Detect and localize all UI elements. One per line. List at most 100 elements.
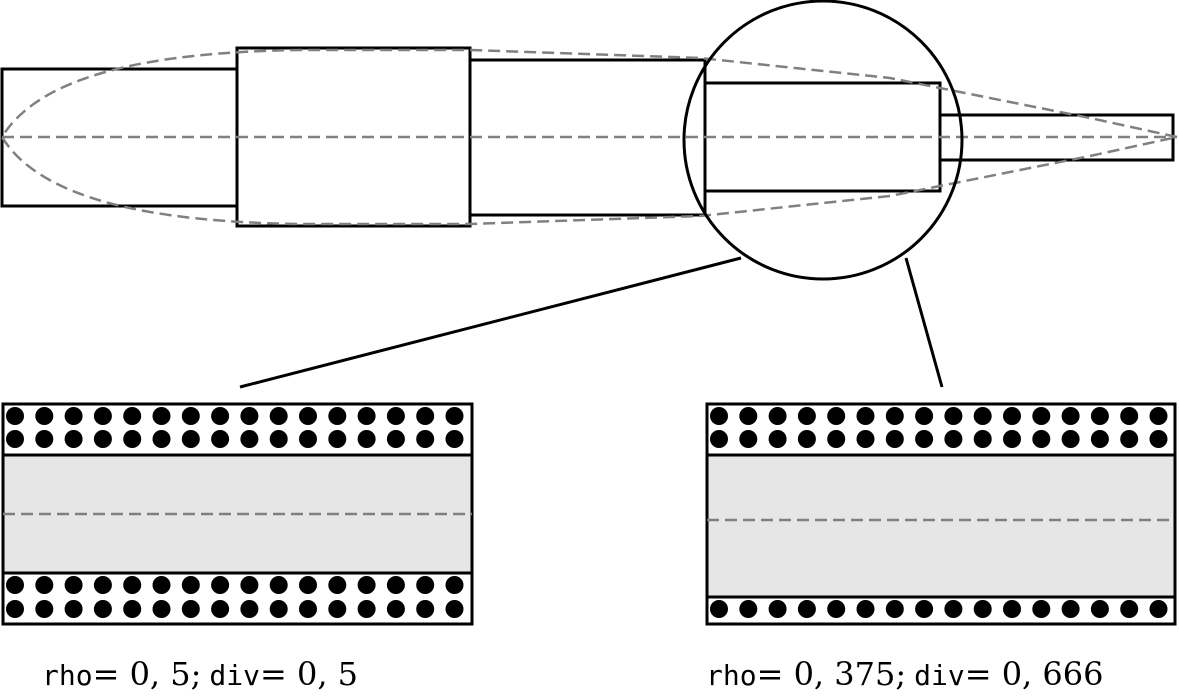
panel-right-dot — [1061, 600, 1080, 618]
panel-right-dot — [739, 600, 758, 618]
panel-right-dot — [797, 430, 816, 448]
panel-left-dot — [93, 430, 112, 448]
panel-left-dot — [416, 600, 435, 618]
panel-left-dot — [64, 430, 83, 448]
panel-right-dot — [1032, 600, 1051, 618]
panel-left-dot — [6, 407, 24, 425]
panel-left-dot — [328, 430, 347, 448]
caption-left-div-label: div — [209, 659, 260, 692]
panel-right-dot — [710, 430, 728, 448]
panel-right-dot — [1032, 407, 1051, 425]
panel-right-dot — [973, 600, 992, 618]
leader-line-left — [239, 256, 742, 389]
panel-right-dot — [1003, 407, 1021, 425]
panel-right-dot — [856, 600, 875, 618]
caption-left-rho-label: rho — [42, 659, 93, 692]
panel-left-dot — [123, 430, 142, 448]
panel-left-dot — [123, 600, 142, 618]
panel-left-dot — [269, 600, 288, 618]
panel-right-dot — [885, 430, 904, 448]
panel-right-dot — [1090, 407, 1109, 425]
dashed-envelope — [0, 48, 1178, 226]
panel-left-dot — [299, 430, 317, 448]
panel-right-dot — [827, 600, 846, 618]
panel-left-dot — [357, 407, 376, 425]
panel-left-dot — [416, 407, 435, 425]
caption-right-rho-value: = 0, 375; — [756, 655, 907, 693]
panel-left-dot — [416, 430, 435, 448]
panel-left-dots — [6, 407, 464, 618]
caption-left-div-value: = 0, 5 — [259, 655, 359, 693]
panel-right-dot — [944, 600, 963, 618]
panel-left-dot — [386, 576, 405, 594]
panel-right-dot — [1090, 430, 1109, 448]
panel-right-dot — [1120, 600, 1139, 618]
panel-right-dot — [768, 407, 787, 425]
envelope-curve — [0, 48, 1178, 226]
panel-right-dots — [710, 407, 1168, 618]
panel-left-dot — [35, 430, 54, 448]
panel-left-dot — [152, 600, 171, 618]
panel-left-dot — [64, 600, 83, 618]
panel-right-dot — [739, 430, 758, 448]
panel-right-dot — [856, 407, 875, 425]
panel-left-dot — [35, 407, 54, 425]
panel-left-dot — [269, 576, 288, 594]
panel-left-dot — [211, 576, 230, 594]
zoom-circle — [682, 0, 964, 281]
panel-right-dot — [768, 600, 787, 618]
panel-left-dot — [152, 576, 171, 594]
panel-left-dot — [445, 576, 464, 594]
panel-left-dot — [445, 600, 464, 618]
panel-right-core — [705, 453, 1177, 599]
panel-left-dot — [152, 430, 171, 448]
panel-left-dot — [181, 407, 200, 425]
panel-right-dot — [1061, 407, 1080, 425]
leader-line-right — [904, 257, 944, 388]
caption-left: rho= 0, 5; div= 0, 5 — [42, 654, 462, 694]
panel-left-dot — [123, 407, 142, 425]
panel-right-dot — [710, 600, 728, 618]
panel-right-dot — [1090, 600, 1109, 618]
panel-left-dot — [269, 407, 288, 425]
panel-left-dot — [35, 600, 54, 618]
panel-left-dot — [123, 576, 142, 594]
panel-right-dot — [1120, 430, 1139, 448]
panel-left-dot — [240, 407, 259, 425]
panel-right-dot — [915, 407, 934, 425]
panel-left-dot — [299, 576, 317, 594]
detail-panel-left — [1, 402, 474, 626]
detail-panel-right — [705, 402, 1177, 626]
panel-left-dot — [386, 430, 405, 448]
caption-right-div-value: = 0, 666 — [964, 655, 1104, 693]
panel-right-dot — [827, 430, 846, 448]
panel-left-dot — [269, 430, 288, 448]
panel-left-dot — [357, 600, 376, 618]
panel-left-dot — [152, 407, 171, 425]
panel-left-dot — [181, 600, 200, 618]
panel-right-dot — [973, 430, 992, 448]
panel-left-dot — [445, 430, 464, 448]
panel-left-dot — [299, 600, 317, 618]
panel-right-dot — [1032, 430, 1051, 448]
panel-right-dot — [885, 407, 904, 425]
panel-left-dot — [240, 600, 259, 618]
panel-right-dot — [915, 430, 934, 448]
panel-left-dot — [357, 576, 376, 594]
panel-left-dot — [386, 600, 405, 618]
caption-left-rho-value: = 0, 5; — [92, 655, 202, 693]
panel-right-dot — [944, 407, 963, 425]
panel-right-dot — [885, 600, 904, 618]
panel-left-dot — [64, 407, 83, 425]
panel-right-dot — [1003, 600, 1021, 618]
panel-right-dot — [1149, 600, 1168, 618]
panel-left-dot — [64, 576, 83, 594]
panel-right-dot — [797, 407, 816, 425]
panel-left-dot — [357, 430, 376, 448]
panel-left-dot — [328, 576, 347, 594]
panel-left-dot — [6, 430, 24, 448]
panel-right-dot — [973, 407, 992, 425]
panel-right-dot — [1120, 407, 1139, 425]
panel-left-dot — [211, 407, 230, 425]
